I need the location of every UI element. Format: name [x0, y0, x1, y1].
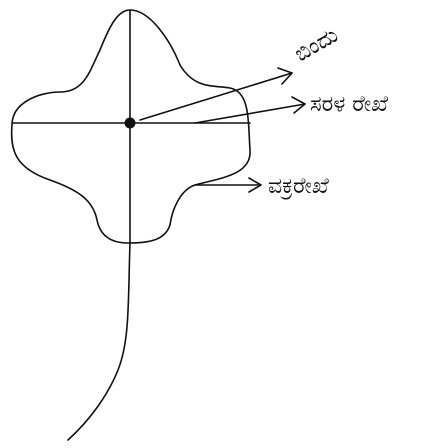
- point-arrow: [139, 67, 293, 121]
- straight-line-arrow: [194, 96, 306, 124]
- curved-line-arrow: [194, 177, 262, 193]
- point-label: ಬಿಂದು: [291, 23, 343, 68]
- straight-line-label: ಸರಳ ರೇಖೆ: [310, 92, 388, 117]
- kite-tail-curve: [67, 242, 131, 441]
- curved-line-label: ವಕ್ರರೇಖೆ: [268, 174, 329, 199]
- center-point-dot: [124, 117, 136, 129]
- kite-outline-curve: [10, 9, 251, 244]
